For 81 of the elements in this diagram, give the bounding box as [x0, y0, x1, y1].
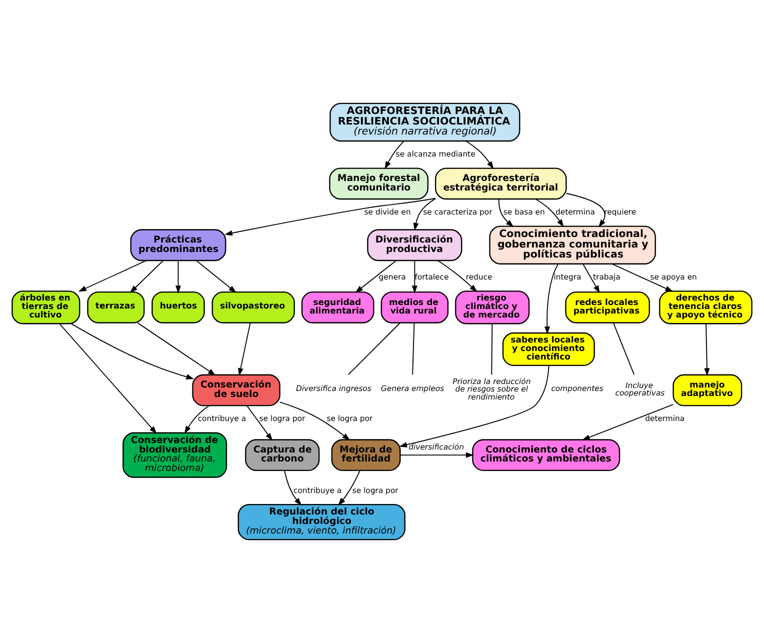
- node-box: Conocimiento tradicional, gobernanza comunitaria y políticas públicas: [489, 225, 656, 264]
- arrow: [224, 197, 436, 236]
- edge-label: se alcanza mediante: [396, 149, 476, 158]
- arrow: [238, 322, 251, 376]
- node-box: riesgo climático y de mercado: [455, 290, 530, 324]
- node-box: seguridad alimentaria: [301, 290, 374, 323]
- node-box: Captura de carbono: [245, 438, 320, 471]
- node-box: Manejo forestal comunitario: [329, 167, 428, 200]
- arrow: [70, 322, 194, 379]
- arrow: [284, 470, 302, 506]
- node-box: Conservación de biodiversidad (funcional, fauna, microbioma): [122, 432, 228, 478]
- arrow: [279, 401, 350, 440]
- node-text: Prioriza la reducción de riesgos sobre el rendimiento: [452, 376, 531, 401]
- arrow: [246, 404, 273, 440]
- edge-label: determina: [555, 207, 596, 216]
- arrow: [175, 260, 181, 293]
- arrow: [137, 322, 216, 376]
- node-box: huertos: [152, 290, 205, 323]
- node-box: Diversificación productiva: [367, 228, 462, 261]
- edge-label: trabaja: [593, 272, 620, 281]
- arrow: [534, 198, 564, 227]
- edge-label: diversificación: [408, 442, 464, 451]
- arrow: [399, 364, 550, 447]
- arrow: [384, 140, 404, 169]
- arrow: [498, 198, 514, 227]
- arrow: [130, 260, 164, 293]
- arrow: [184, 404, 210, 434]
- arrow: [196, 260, 236, 292]
- node-box: derechos de tenencia claros y apoyo técnico: [659, 290, 752, 324]
- arrow: [78, 260, 147, 292]
- edge-label: se logra por: [326, 414, 373, 423]
- node-box: Conservación de suelo: [192, 374, 280, 406]
- arrow: [355, 260, 397, 292]
- edge-label: contribuye a: [293, 485, 342, 494]
- arrow: [465, 140, 494, 169]
- edge-label: integra: [554, 272, 582, 281]
- edge-label: genera: [378, 272, 406, 281]
- arrow: [338, 470, 360, 506]
- node-box: manejo adaptativo: [672, 374, 742, 406]
- node-text: Genera empleos: [380, 384, 444, 393]
- node-box: saberes locales y conocimiento científico: [502, 332, 595, 366]
- edge-label: se caracteriza por: [423, 207, 492, 216]
- node-text: Incluye cooperativas: [615, 380, 665, 398]
- edge-label: se apoya en: [650, 272, 697, 281]
- edge-label: se basa en: [503, 207, 545, 216]
- node-box: Prácticas predominantes: [130, 228, 226, 261]
- connector: [412, 322, 415, 375]
- node-box: AGROFORESTERÍA PARA LA RESILIENCIA SOCIOCLIMÁTICA (revisión narrativa regional): [330, 102, 520, 142]
- arrow: [412, 260, 418, 293]
- edge-label: reduce: [466, 272, 492, 281]
- edge-label: requiere: [604, 207, 636, 216]
- node-box: Agroforestería estratégica territorial: [434, 167, 567, 200]
- edge-label: fortalece: [414, 272, 449, 281]
- edge-label: se logra por: [352, 485, 398, 494]
- edge-label: contribuye a: [198, 414, 246, 423]
- arrow: [544, 263, 559, 334]
- node-box: silvopastoreo: [212, 290, 295, 323]
- connector: [613, 322, 635, 375]
- node-box: Mejora de fertilidad: [331, 438, 401, 471]
- edge-label: determina: [645, 414, 685, 423]
- node-box: terrazas: [87, 290, 145, 323]
- arrow: [612, 263, 674, 292]
- arrow: [704, 322, 710, 376]
- edge-label: se logra por: [259, 414, 306, 423]
- connector: [348, 322, 400, 375]
- node-box: Regulación del ciclo hidrológico (microclima, viento, infiltración): [238, 504, 406, 540]
- node-box: árboles en tierras de cultivo: [12, 290, 80, 324]
- arrow: [582, 403, 674, 440]
- connector: [491, 322, 493, 375]
- node-box: redes locales participativas: [565, 290, 650, 323]
- arrow: [437, 260, 478, 292]
- arrow: [400, 452, 474, 458]
- arrow: [566, 192, 606, 227]
- edge-label: componentes: [551, 384, 604, 393]
- edge-label: se divide en: [364, 207, 411, 216]
- arrow: [59, 322, 157, 434]
- arrow: [413, 198, 436, 230]
- node-box: medios de vida rural: [380, 290, 449, 323]
- node-text: Diversifica ingresos: [296, 384, 372, 393]
- node-box: Conocimiento de ciclos climáticos y ambientales: [472, 438, 620, 471]
- arrow: [582, 263, 600, 293]
